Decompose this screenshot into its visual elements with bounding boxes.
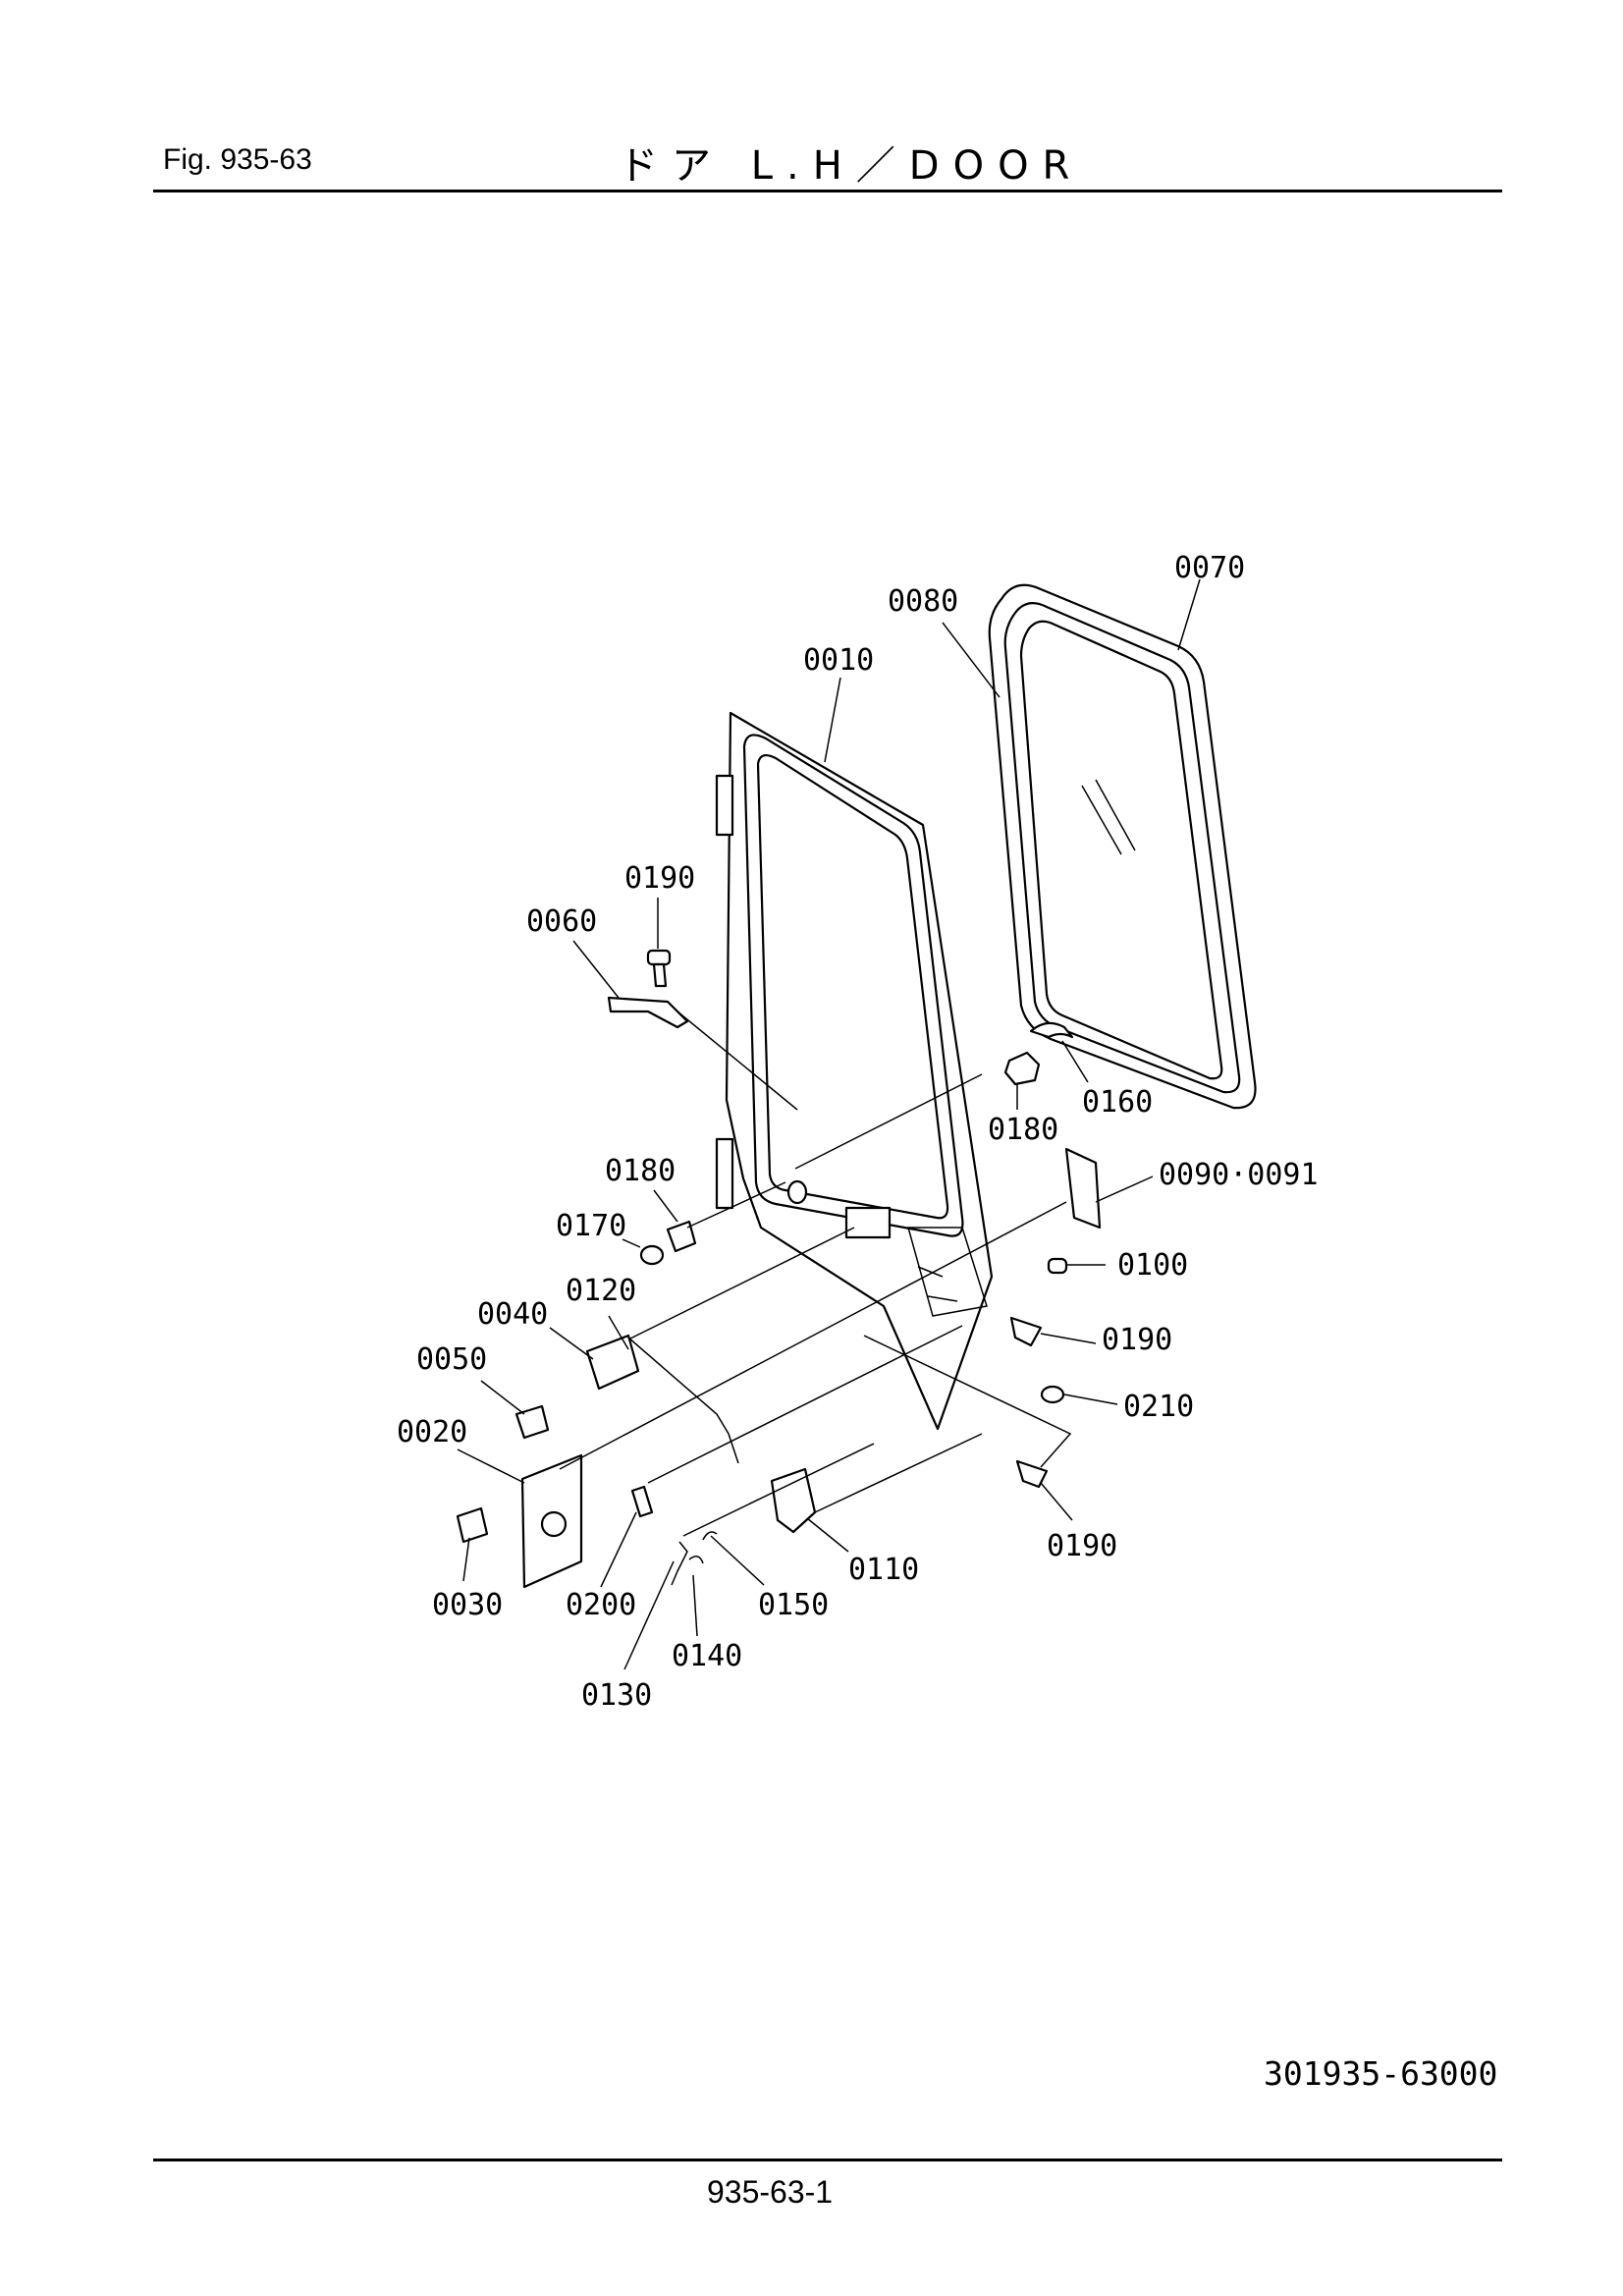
callout-labels: 0070 0080 0010 0190 0060 0160 0180 0180 … bbox=[397, 551, 1319, 1713]
window-glass-part bbox=[988, 583, 1257, 1110]
callout-0060: 0060 bbox=[526, 904, 597, 939]
callout-0210: 0210 bbox=[1123, 1390, 1194, 1424]
footer-rule bbox=[153, 2159, 1502, 2161]
hardware-parts bbox=[456, 949, 1102, 1589]
callout-0200: 0200 bbox=[566, 1588, 636, 1622]
assembly-guide-lines bbox=[559, 1011, 1072, 1537]
callout-0020: 0020 bbox=[397, 1415, 467, 1449]
callout-leaders bbox=[457, 578, 1201, 1670]
callout-0180-right: 0180 bbox=[988, 1113, 1058, 1147]
figure-label: Fig. 935-63 bbox=[163, 143, 312, 176]
callout-0050: 0050 bbox=[416, 1342, 487, 1377]
callout-0130: 0130 bbox=[581, 1678, 652, 1713]
door-frame-part bbox=[715, 711, 994, 1431]
callout-0040: 0040 bbox=[477, 1297, 548, 1332]
callout-0070: 0070 bbox=[1174, 551, 1245, 585]
callout-0120: 0120 bbox=[566, 1274, 636, 1308]
drawing-number: 301935-63000 bbox=[1264, 2054, 1498, 2093]
callout-0180-left: 0180 bbox=[605, 1154, 676, 1188]
header-rule bbox=[153, 190, 1502, 192]
callout-0190-lower: 0190 bbox=[1047, 1529, 1117, 1563]
callout-0170: 0170 bbox=[556, 1209, 626, 1243]
callout-0030: 0030 bbox=[432, 1588, 503, 1622]
callout-0090-0091: 0090·0091 bbox=[1159, 1158, 1319, 1192]
callout-0190-middle: 0190 bbox=[1102, 1323, 1172, 1357]
callout-0160: 0160 bbox=[1082, 1085, 1153, 1120]
callout-0100: 0100 bbox=[1117, 1248, 1188, 1283]
callout-0080: 0080 bbox=[888, 584, 958, 619]
callout-0140: 0140 bbox=[672, 1639, 742, 1673]
callout-0110: 0110 bbox=[848, 1553, 919, 1587]
page-number: 935-63-1 bbox=[707, 2174, 834, 2210]
callout-0150: 0150 bbox=[758, 1588, 829, 1622]
page-title: ドア L.H／DOOR bbox=[619, 143, 1084, 189]
callout-0190-upper: 0190 bbox=[624, 861, 695, 896]
callout-0010: 0010 bbox=[803, 643, 874, 678]
